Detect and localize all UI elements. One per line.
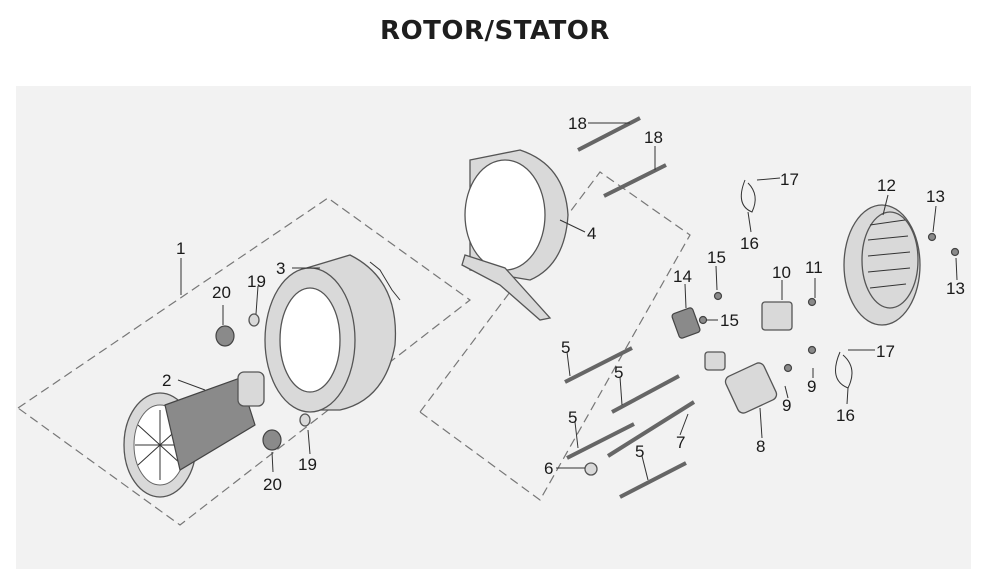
connector-14 <box>671 307 701 339</box>
callout-4: 4 <box>587 224 596 243</box>
callout-18a: 18 <box>568 114 587 133</box>
callout-12: 12 <box>877 176 896 195</box>
callout-20b: 20 <box>263 475 282 494</box>
callout-5c: 5 <box>568 408 577 427</box>
callout-5b: 5 <box>614 363 623 382</box>
bolt-5d <box>619 461 687 499</box>
stator <box>264 254 401 413</box>
bolt-5b <box>611 374 680 414</box>
screw-15b <box>698 315 708 325</box>
screw-9b <box>807 345 817 355</box>
callout-19a: 19 <box>247 272 266 291</box>
callout-9a: 9 <box>782 396 791 415</box>
callout-1: 1 <box>176 239 185 258</box>
callout-20a: 20 <box>212 283 231 302</box>
bracket-10 <box>761 301 793 331</box>
callout-19b: 19 <box>298 455 317 474</box>
screw-13a <box>927 232 937 242</box>
fan-cover <box>843 204 921 326</box>
callout-13b: 13 <box>946 279 965 298</box>
callout-7: 7 <box>676 433 685 452</box>
callout-16b: 16 <box>836 406 855 425</box>
washer-upper <box>248 313 260 327</box>
ground-wire-lower <box>835 351 853 389</box>
callout-2: 2 <box>162 371 171 390</box>
screw-15a <box>713 291 723 301</box>
callout-5d: 5 <box>635 442 644 461</box>
screw-11 <box>807 297 817 307</box>
callout-13a: 13 <box>926 187 945 206</box>
diagram-title: ROTOR/STATOR <box>380 16 610 46</box>
callout-17a: 17 <box>780 170 799 189</box>
bolt-5a <box>564 346 633 384</box>
nut-lower <box>262 429 282 451</box>
callout-16a: 16 <box>740 234 759 253</box>
callout-3: 3 <box>276 259 285 278</box>
callout-10: 10 <box>772 263 791 282</box>
washer-6 <box>584 462 598 476</box>
callout-8: 8 <box>756 437 765 456</box>
washer-lower <box>299 413 311 427</box>
callout-6: 6 <box>544 459 553 478</box>
bolt-5c <box>566 422 635 460</box>
callout-11: 11 <box>805 258 823 277</box>
brush-holder <box>704 351 778 414</box>
callout-15a: 15 <box>707 248 726 267</box>
callout-17b: 17 <box>876 342 895 361</box>
callout-18b: 18 <box>644 128 663 147</box>
rotor-stator-group-outline <box>16 197 472 526</box>
callout-14: 14 <box>673 267 692 286</box>
callout-5a: 5 <box>561 338 570 357</box>
through-bolt-18b <box>603 163 667 198</box>
rotor-assembly <box>123 371 265 498</box>
ground-wire-upper <box>740 179 756 213</box>
callout-15b: 15 <box>720 311 739 330</box>
screw-9a <box>783 363 793 373</box>
bolt-7 <box>606 400 696 458</box>
generator-housing <box>461 149 569 321</box>
callout-9b: 9 <box>807 377 816 396</box>
nut-upper <box>215 325 235 347</box>
screw-13b <box>950 247 960 257</box>
